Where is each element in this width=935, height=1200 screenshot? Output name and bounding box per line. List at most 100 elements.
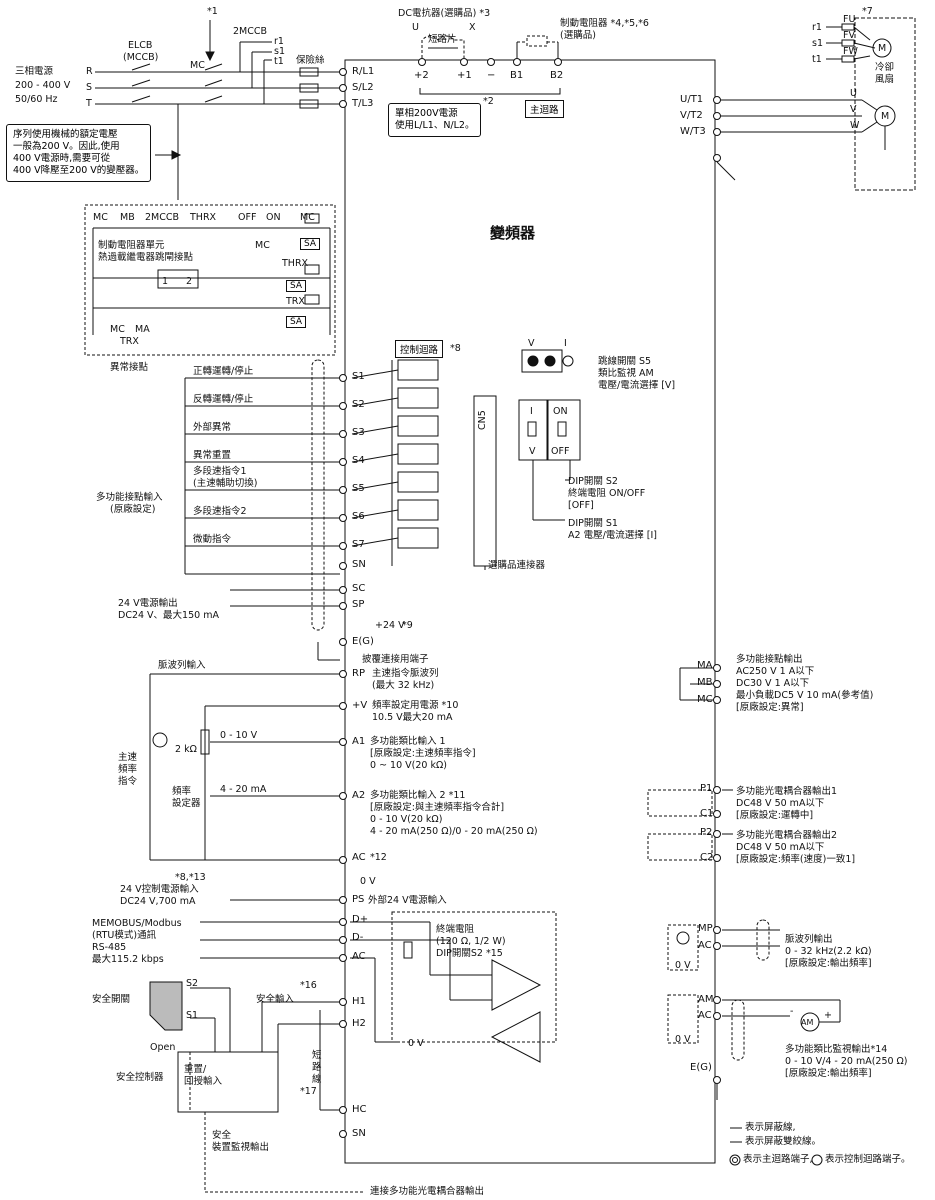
s5-line-1: 跳線開關 S5: [598, 356, 652, 367]
safety-open: Open: [150, 1042, 176, 1053]
reactor-x: X: [469, 22, 476, 33]
dc-reactor-label: DC電抗器(選購品) *3: [398, 8, 491, 19]
a2-desc-1: 多功能類比輸入 2 *11: [370, 790, 466, 801]
seq-mc-bottom: MC: [110, 324, 125, 335]
dc-term-p2: +2: [414, 70, 429, 81]
input-s5-label: 多段速指令1 (主速輔助切換): [193, 466, 258, 489]
terminal-h1: H1: [352, 996, 366, 1007]
input-s7-label: 微動指令: [193, 534, 232, 545]
terminal-p1: P1: [700, 783, 713, 794]
photo2-desc-3: [原廠設定:頻率(速度)一致1]: [736, 854, 856, 865]
range-v: 0 - 10 V: [220, 730, 258, 741]
s1-line-2: A2 電壓/電流選擇 [I]: [568, 530, 657, 541]
master-freq-2: 頻率: [118, 764, 138, 775]
mp-desc-1: 脈波列輸出: [785, 934, 833, 945]
seq-mc-coil: MC: [300, 212, 315, 223]
photo1-desc-1: 多功能光電耦合器輸出1: [736, 786, 838, 797]
terminal-comm-ac: AC: [352, 951, 366, 962]
terminal-safety-sn: SN: [352, 1128, 366, 1139]
legend-2: 表示屏蔽雙絞線。: [745, 1136, 822, 1147]
ps-in-1: 24 V控制電源輸入: [120, 884, 199, 895]
photo2-desc-2: DC48 V 50 mA以下: [736, 842, 825, 853]
single-phase-note: 單相200V電源使用L/L1、N/L2。: [388, 103, 482, 137]
terminal-sn: SN: [352, 559, 366, 570]
safety-s1: S1: [186, 1010, 199, 1021]
input-s6-label: 多段速指令2: [193, 506, 247, 517]
comm-zero-v: 0 V: [408, 1038, 424, 1049]
monitor-1: 安全: [212, 1130, 232, 1141]
am-zero-v: 0 V: [675, 1034, 691, 1045]
analog-zero-v: 0 V: [360, 876, 376, 887]
page-title: 變頻器: [490, 224, 536, 242]
single-phase-line-2: 使用L/L1、N/L2。: [395, 120, 475, 131]
short-1: 短: [312, 1050, 322, 1061]
terminal-s5: S5: [352, 483, 365, 494]
pulse-input-label: 脈波列輸入: [158, 660, 206, 671]
range-i: 4 - 20 mA: [220, 784, 267, 795]
terminal-mb: MB: [697, 677, 713, 688]
terminal-c1: C1: [700, 808, 714, 819]
input-s2-label: 反轉運轉/停止: [193, 394, 254, 405]
control-circuit-label: 控制迴路: [395, 340, 444, 358]
terminal-vt2: V/T2: [680, 110, 703, 121]
brake-unit-line-1: 制動電阻器單元: [98, 240, 165, 251]
pv-desc-1: 頻率設定用電源 *10: [372, 700, 459, 711]
seq-2mccb: 2MCCB: [145, 212, 180, 223]
fan-fuse-fv: FV: [843, 30, 855, 41]
shield-terminal-label: 披覆連接用端子: [362, 654, 429, 665]
fan-label-2: 風扇: [875, 74, 895, 85]
fan-label-1: 冷卻: [875, 62, 895, 73]
terminal-s7: S7: [352, 539, 365, 550]
safety-s2: S2: [186, 978, 199, 989]
seq-mc-contact: MC: [255, 240, 270, 251]
terminal-dplus: D+: [352, 914, 369, 925]
input-lines: [184, 377, 340, 607]
am-desc-1: 多功能類比監視輸出*14: [785, 1044, 888, 1055]
input-s3-label: 外部異常: [193, 422, 232, 433]
terminal-wt3: W/T3: [680, 126, 706, 137]
note-8: *8: [450, 343, 461, 354]
dc-term-minus: −: [487, 70, 496, 81]
dip-on: ON: [553, 406, 568, 417]
s2-line-1: DIP開關 S2: [568, 476, 618, 487]
safe-input-label: 安全輸入: [256, 994, 295, 1005]
fan-tap-s1: s1: [812, 38, 823, 49]
am-desc-2: 0 - 10 V/4 - 20 mA(250 Ω): [785, 1056, 908, 1067]
s5-line-3: 電壓/電流選擇 [V]: [598, 380, 676, 391]
fan-fuse-fw: FW: [843, 46, 858, 57]
master-freq-1: 主速: [118, 752, 138, 763]
elcb-label: ELCB: [128, 40, 153, 51]
terminal-ac: AC: [352, 852, 366, 863]
photo2-desc-1: 多功能光電耦合器輸出2: [736, 830, 838, 841]
seq-trx-coil: TRX: [286, 296, 305, 307]
mp-desc-2: 0 - 32 kHz(2.2 kΩ): [785, 946, 872, 957]
terminal-sp: SP: [352, 599, 365, 610]
motor-u: U: [850, 88, 857, 99]
dip-off: OFF: [551, 446, 570, 457]
monitor-2: 裝置監視輸出: [212, 1142, 270, 1153]
terminal-eg: E(G): [352, 636, 374, 647]
relay-desc-5: [原廠設定:異常]: [736, 702, 804, 713]
option-connector-label: 選購品連接器: [488, 560, 546, 571]
safety-controller-label: 安全控制器: [116, 1072, 164, 1083]
terminal-p2: P2: [700, 827, 713, 838]
inverter-body: [344, 59, 716, 1164]
seq-off: OFF: [238, 212, 257, 223]
terminal-hc: HC: [352, 1104, 367, 1115]
contact-2: 2: [186, 276, 193, 287]
relay-desc-4: 最小負載DC5 V 10 mA(參考值): [736, 690, 874, 701]
master-freq-3: 指令: [118, 776, 138, 787]
am-desc-3: [原廠設定:輸出頻率]: [785, 1068, 872, 1079]
input-s4-label: 異常重置: [193, 450, 232, 461]
terminal-a1: A1: [352, 736, 366, 747]
terminal-pv: +V: [352, 700, 368, 711]
terminal-dminus: D-: [352, 932, 364, 943]
pv-desc-2: 10.5 V最大20 mA: [372, 712, 453, 723]
tap-t1: t1: [274, 56, 284, 67]
brake-resistor-sub: (選購品): [560, 30, 596, 41]
supply-24-line-1: 24 V電源輸出: [118, 598, 178, 609]
dip-v: V: [529, 446, 536, 457]
legend-3: 表示主迴路端子,: [743, 1154, 813, 1165]
